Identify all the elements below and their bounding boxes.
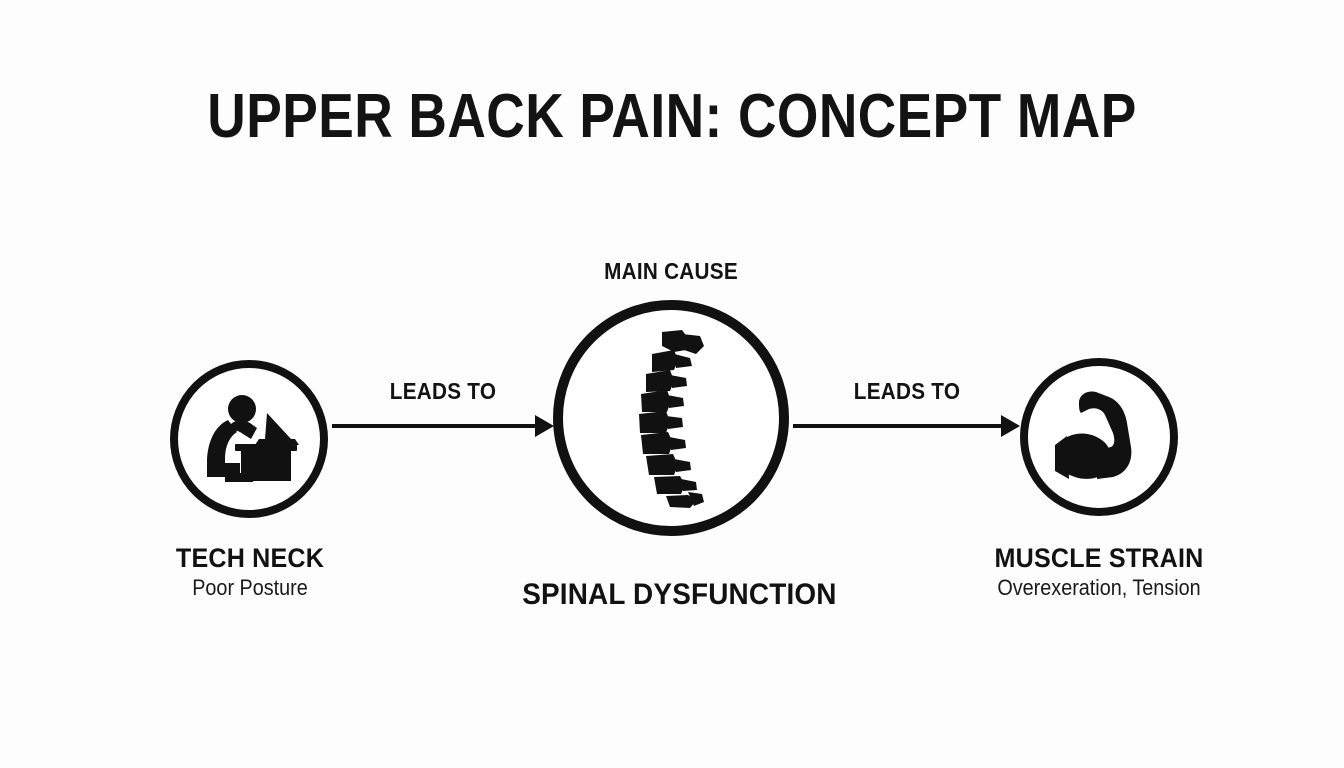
node-spinal-dysfunction-labels: SPINAL DYSFUNCTION <box>511 578 837 612</box>
node-spinal-dysfunction-circle[interactable] <box>553 300 789 536</box>
node-spinal-dysfunction-caption: MAIN CAUSE <box>604 258 738 284</box>
person-hunched-at-laptop-icon <box>195 389 303 489</box>
connector-arrowhead <box>1001 415 1020 437</box>
node-tech-neck-subtitle: Poor Posture <box>192 575 308 600</box>
connector-line <box>793 424 1003 428</box>
curved-spine-icon <box>616 328 726 508</box>
connector-label-leads-to-2: LEADS TO <box>853 378 961 404</box>
connector-arrowhead <box>535 415 554 437</box>
node-tech-neck-labels: TECH NECK Poor Posture <box>90 542 410 602</box>
flexed-bicep-icon <box>1049 389 1149 485</box>
node-muscle-strain-circle[interactable] <box>1020 358 1178 516</box>
node-muscle-strain-labels: MUSCLE STRAIN Overexeration, Tension <box>938 542 1260 602</box>
node-muscle-strain-title: MUSCLE STRAIN <box>994 543 1204 573</box>
connector-line <box>332 424 537 428</box>
node-spinal-dysfunction-title: SPINAL DYSFUNCTION <box>522 578 837 611</box>
node-tech-neck-circle[interactable] <box>170 360 328 518</box>
node-tech-neck-title: TECH NECK <box>175 543 325 573</box>
node-muscle-strain-subtitle: Overexeration, Tension <box>997 575 1201 600</box>
connector-label-leads-to-1: LEADS TO <box>389 378 497 404</box>
page-title: UPPER BACK PAIN: CONCEPT MAP <box>207 82 1137 151</box>
